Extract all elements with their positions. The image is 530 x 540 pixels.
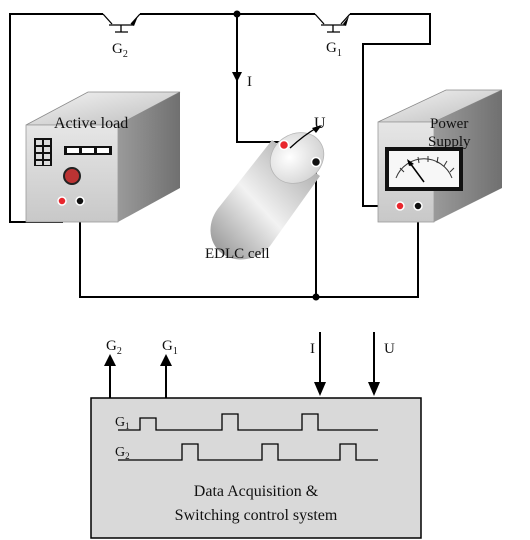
trace-label-g2: G2: [115, 445, 130, 461]
transistor-arrow-icon: [131, 16, 138, 26]
daq-title-line2: Switching control system: [175, 507, 338, 524]
waveform-g1: [118, 413, 378, 431]
supply-negative-terminal: [413, 201, 423, 211]
edlc-positive-terminal: [278, 139, 290, 151]
edlc-negative-terminal: [310, 156, 322, 168]
up-arrow-icon: [104, 354, 116, 366]
power-supply-label-line2: Supply: [428, 134, 471, 150]
up-arrow-icon: [160, 354, 172, 366]
display-panel-icon: [64, 146, 112, 155]
power-supply-unit: Power Supply: [377, 89, 503, 223]
transistor-g2: [102, 13, 141, 33]
edlc-cell: U EDLC cell: [205, 115, 326, 262]
edlc-label: EDLC cell: [205, 246, 270, 262]
waveform-g2: [118, 443, 378, 461]
daq-title-line1: Data Acquisition &: [194, 483, 319, 500]
gate-label-g2: G2: [112, 41, 128, 60]
junction-dot-top: [233, 10, 241, 18]
voltage-label: U: [314, 115, 326, 132]
gate-label-g1: G1: [326, 40, 342, 59]
current-arrow-icon: [232, 72, 242, 82]
current-label: I: [247, 74, 252, 90]
load-negative-terminal: [75, 196, 85, 206]
transistor-g1: [314, 13, 351, 33]
input-label-i: I: [310, 341, 315, 357]
daq-signal-arrows: G2 G1 I U: [104, 332, 395, 398]
output-label-g2: G2: [106, 338, 122, 357]
load-knob-icon: [63, 167, 81, 185]
load-positive-terminal: [57, 196, 67, 206]
wire-current-branch: [236, 14, 284, 143]
transistor-arrow-icon: [343, 16, 349, 26]
supply-positive-terminal: [395, 201, 405, 211]
output-label-g1: G1: [162, 338, 178, 357]
wire-bottom-return: [79, 204, 419, 298]
power-supply-label-line1: Power: [430, 116, 468, 132]
down-arrow-icon: [314, 382, 326, 396]
active-load-unit: Active load: [25, 91, 181, 223]
gauge-icon: [385, 147, 463, 191]
active-load-label: Active load: [54, 115, 128, 132]
keypad-icon: [34, 138, 52, 166]
daq-control-box: G1 G2 Data Acquisition & Switching contr…: [90, 397, 422, 539]
trace-label-g1: G1: [115, 415, 130, 431]
input-label-u: U: [384, 341, 395, 357]
junction-dot-bottom: [312, 293, 320, 301]
down-arrow-icon: [368, 382, 380, 396]
wire-g1-to-supply: [350, 13, 431, 207]
voltage-arrow-icon: [312, 125, 322, 133]
